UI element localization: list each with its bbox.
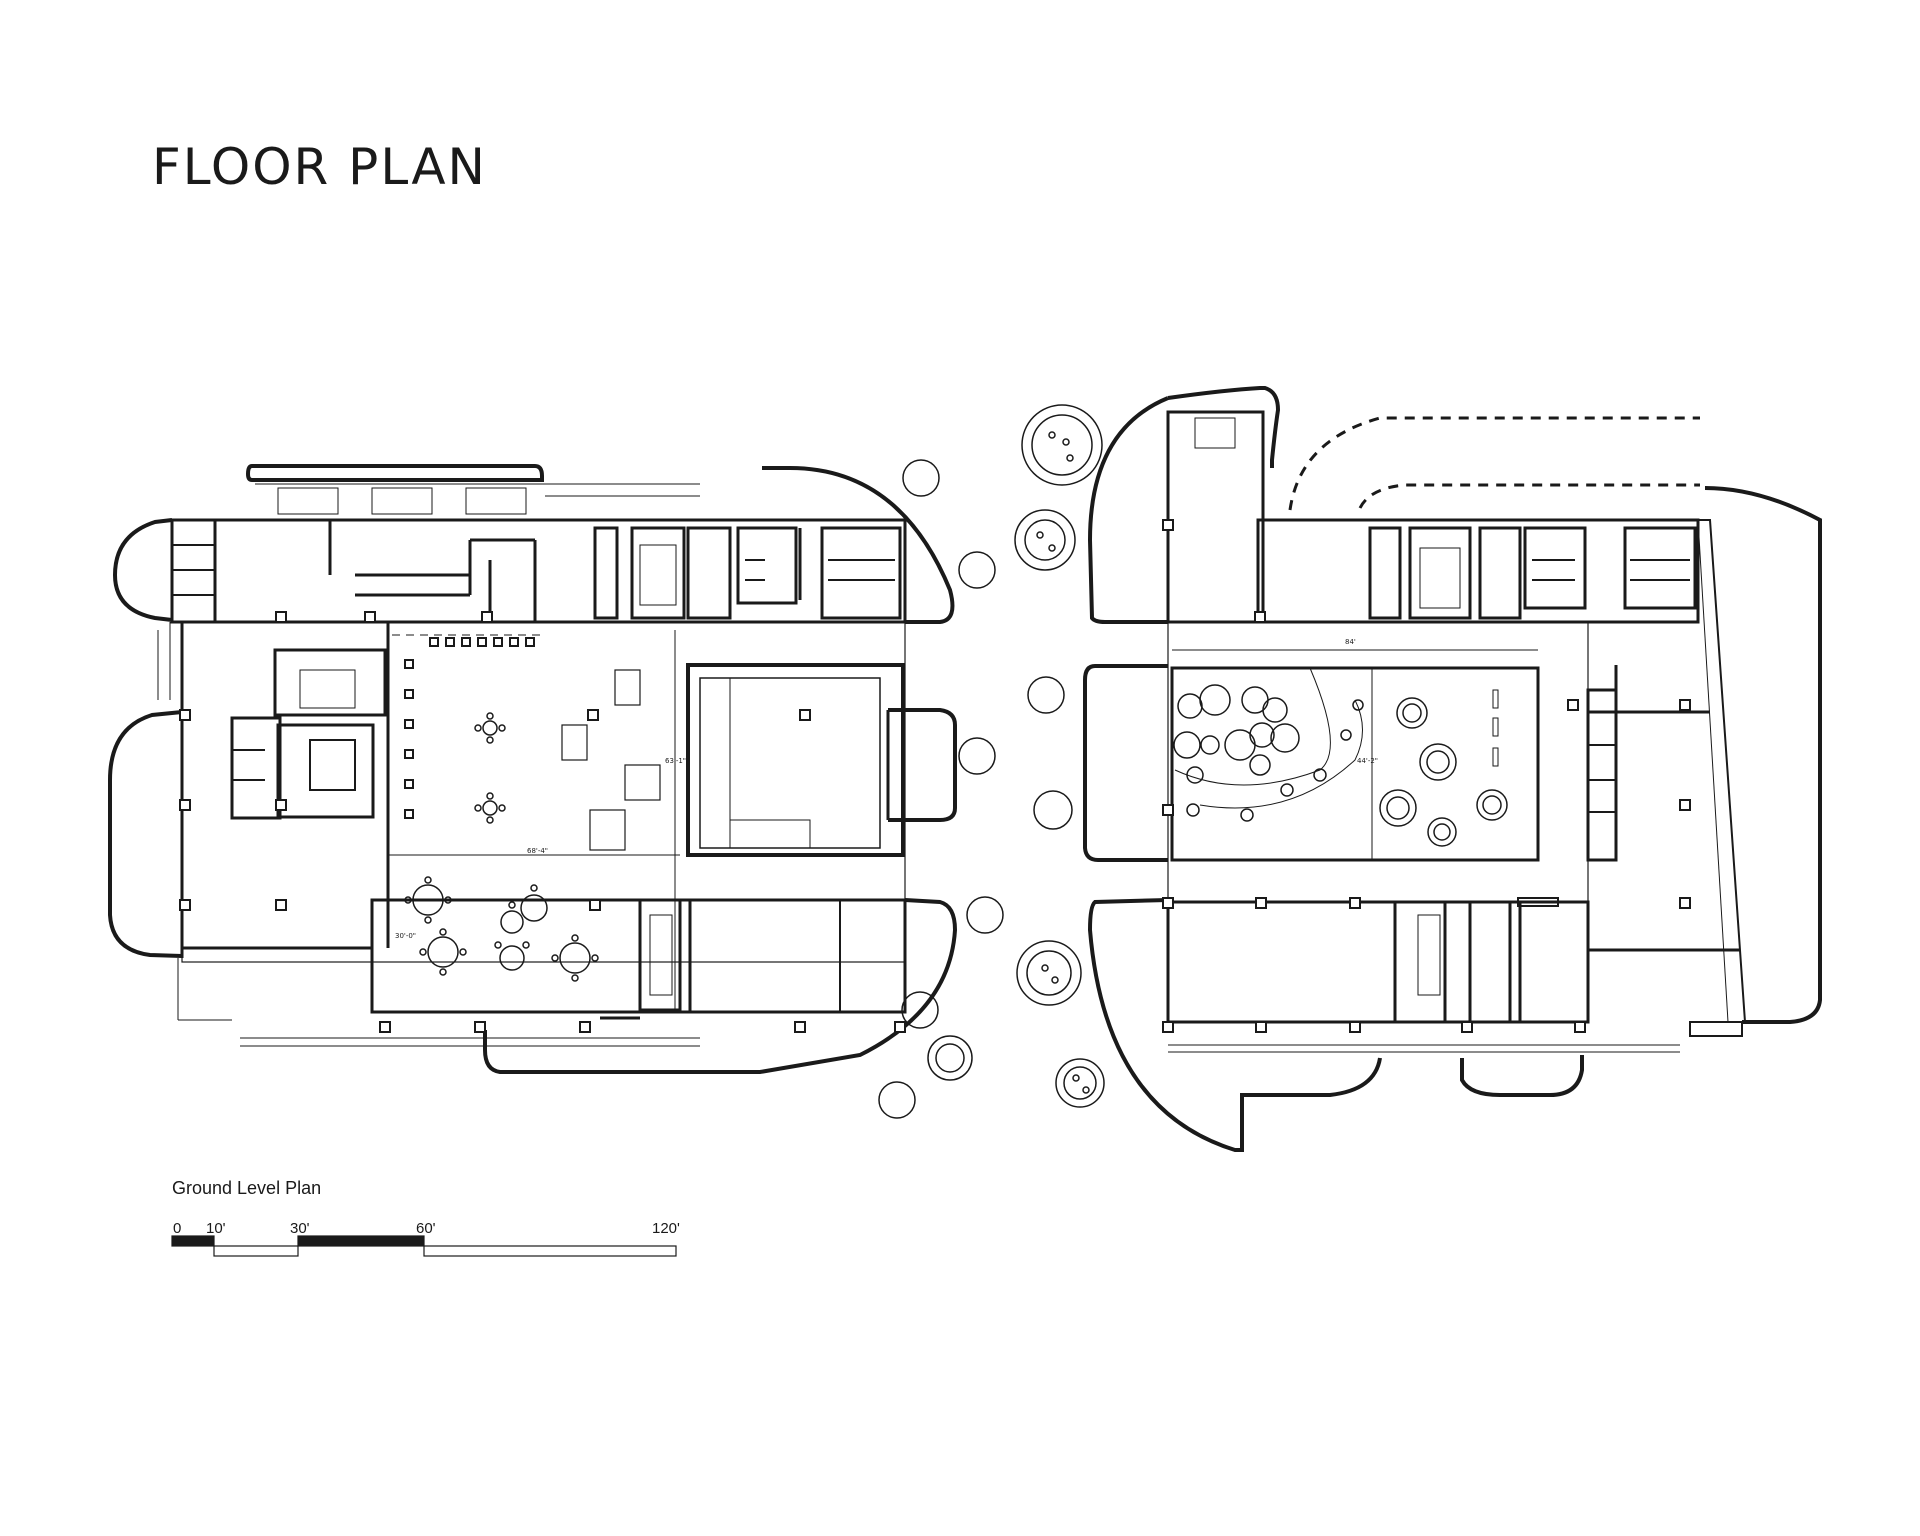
dim-east-width: 84'	[1345, 638, 1356, 646]
west-columns	[179, 611, 906, 1033]
east-ne-curve	[1704, 486, 1822, 1024]
west-ne-curve	[762, 466, 955, 624]
dashed-path-upper	[1288, 416, 1700, 511]
west-main-body	[181, 621, 906, 963]
trees-between	[878, 404, 1105, 1119]
west-furniture	[404, 712, 599, 982]
scale-tick-120: 120'	[652, 1220, 680, 1237]
east-courtyard	[1170, 666, 1540, 862]
scale-bar	[171, 1235, 677, 1257]
dim-east-depth: 44'-2"	[1357, 757, 1378, 765]
west-left-bulge-top	[112, 518, 173, 622]
dimension-labels: 68'-4" 63'-1" 30'-0" 84' 44'-2"	[395, 638, 1378, 940]
east-north-core	[1166, 410, 1265, 624]
west-se-curve	[483, 898, 958, 1074]
east-courtyard-planting	[1173, 684, 1508, 847]
scale-tick-30: 30'	[290, 1220, 310, 1237]
east-south-wing	[1166, 900, 1590, 1024]
west-building	[108, 464, 958, 1074]
dim-west-depth: 63'-1"	[665, 757, 686, 765]
dashed-path-lower	[1358, 483, 1700, 509]
west-top-canopy	[245, 464, 544, 482]
east-west-bump	[1083, 664, 1168, 862]
east-nw-curve	[1167, 386, 1281, 468]
dim-west-small: 30'-0"	[395, 932, 416, 940]
plan-caption: Ground Level Plan	[172, 1178, 322, 1198]
east-south-bump	[1460, 1055, 1584, 1097]
scale-tick-0: 0	[173, 1220, 182, 1237]
page-title: FLOOR PLAN	[152, 138, 487, 196]
dim-west-width: 68'-4"	[527, 847, 548, 855]
west-east-bump	[888, 708, 957, 822]
east-building	[1083, 386, 1822, 1152]
east-columns	[1162, 519, 1691, 1033]
scale-tick-60: 60'	[416, 1220, 436, 1237]
scale-tick-10: 10'	[206, 1220, 226, 1237]
east-sw-curve	[1087, 898, 1382, 1152]
west-left-bulge-bottom	[108, 710, 183, 958]
